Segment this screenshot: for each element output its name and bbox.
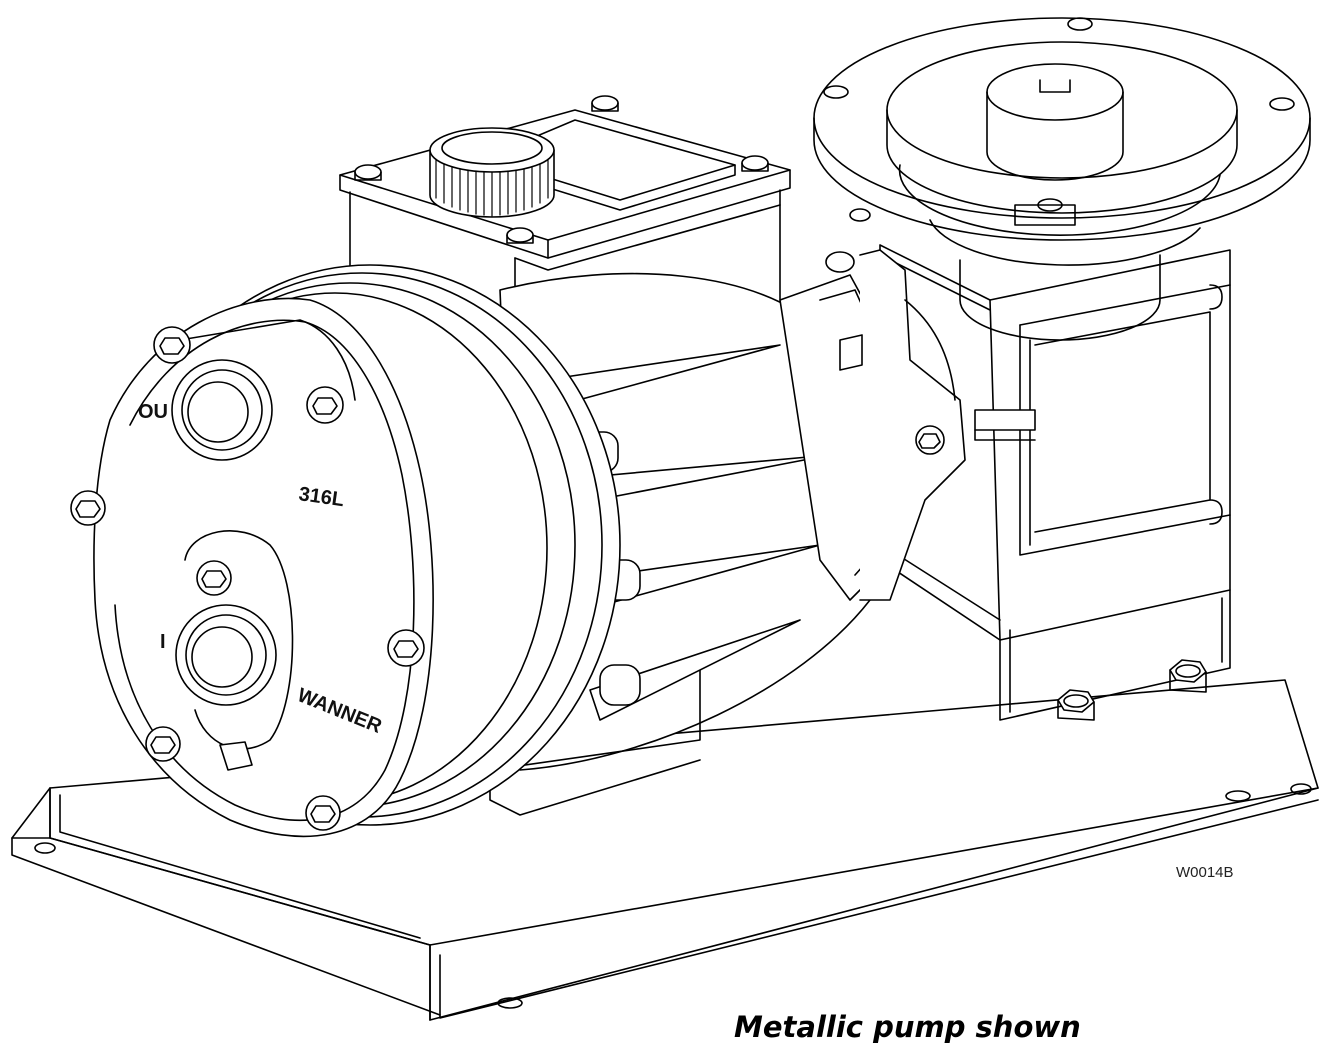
cap-screw-icon [741, 155, 769, 172]
hex-bolt-icon [1169, 659, 1207, 693]
cap-screw-icon [825, 251, 855, 273]
adjustment-knob-icon [429, 127, 555, 218]
outlet-engraving: OU [138, 401, 168, 423]
head-bolt-icon [387, 629, 425, 667]
head-bolt-icon [196, 560, 232, 596]
inlet-engraving: I [160, 631, 166, 653]
figure-caption: Metallic pump shown [734, 1010, 1081, 1044]
outlet-port-icon [171, 359, 273, 461]
inlet-port-icon [175, 604, 277, 706]
head-bolt-icon [153, 326, 191, 364]
cap-screw-icon [354, 164, 382, 181]
head-bolt-icon [145, 726, 181, 762]
control-housing [339, 95, 791, 421]
cap-screw-icon [506, 227, 534, 244]
cap-screw-icon [915, 425, 945, 455]
head-bolt-icon [70, 490, 106, 526]
head-bolt-icon [306, 386, 344, 424]
cap-screw-icon [591, 95, 619, 112]
motor-flange [813, 17, 1311, 341]
hex-bolt-icon [1057, 689, 1095, 721]
cap-screw-icon [849, 208, 871, 222]
motor-bracket [879, 244, 1231, 721]
pump-head-face: OU 316L I WANNER [70, 297, 434, 838]
drain-plug-icon [219, 741, 253, 771]
drawing-number: W0014B [1176, 864, 1234, 881]
head-bolt-icon [305, 795, 341, 831]
tie-rod-icon [599, 664, 641, 706]
set-screw-icon [839, 334, 863, 371]
